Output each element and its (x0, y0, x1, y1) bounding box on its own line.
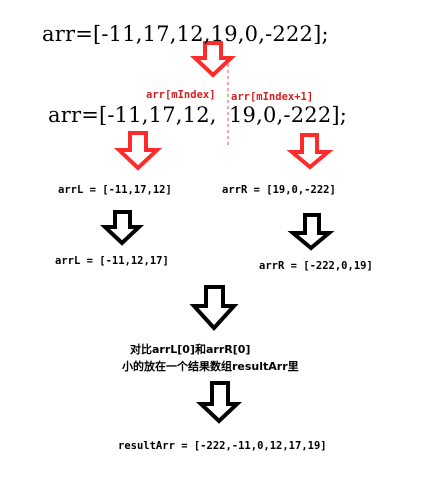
down-arrow-sort-left (99, 210, 145, 246)
down-arrow-result (195, 381, 243, 424)
result-array: resultArr = [-222,-11,0,12,17,19] (118, 440, 327, 452)
split-array-right: 19,0,-222]; (229, 103, 348, 127)
left-sub-array: arrL = [-11,17,12] (58, 184, 172, 196)
left-sorted-array: arrL = [-11,12,17] (55, 255, 169, 267)
initial-array: arr=[-11,17,12,19,0,-222]; (42, 22, 329, 46)
left-index-label: arr[mIndex] (146, 89, 216, 101)
right-index-label: arr[mIndex+1] (231, 91, 314, 103)
compare-note-line1: 对比arrL[0]和arrR[0] (130, 343, 251, 356)
split-array-left: arr=[-11,17,12, (48, 103, 217, 127)
compare-note-line2: 小的放在一个结果数组resultArr里 (122, 360, 299, 373)
right-sub-array: arrR = [19,0,-222] (222, 184, 336, 196)
down-arrow-merge (189, 285, 239, 331)
down-arrow-sort-right (287, 213, 335, 251)
down-arrow-split (189, 41, 237, 78)
down-arrow-right-half (286, 133, 334, 170)
right-sorted-array: arrR = [-222,0,19] (259, 260, 373, 272)
down-arrow-left-half (113, 131, 163, 171)
